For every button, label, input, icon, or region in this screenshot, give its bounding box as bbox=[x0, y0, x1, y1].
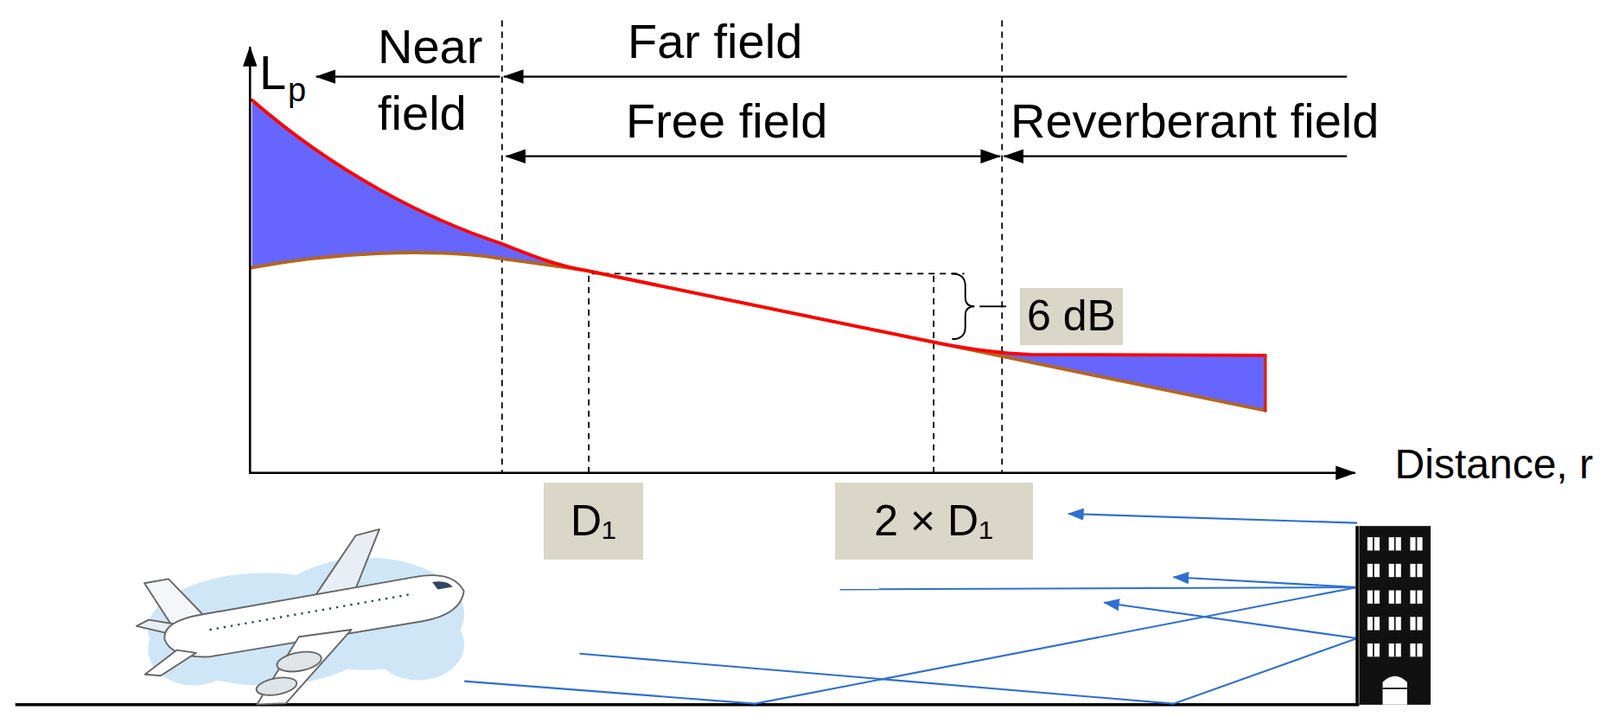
aircraft-picture-part-part bbox=[275, 648, 324, 675]
level-curves-part bbox=[1263, 355, 1268, 411]
building-picture-part-part bbox=[1372, 536, 1375, 657]
axis-subscript: p bbox=[287, 70, 306, 110]
distance-tag: 2 × D₁ bbox=[835, 482, 1033, 560]
boundary-lines bbox=[502, 20, 1002, 473]
sound-rays-part bbox=[1103, 602, 1358, 638]
building-picture-part-part bbox=[1394, 536, 1397, 657]
level-difference-bracket-part bbox=[979, 305, 1007, 307]
building-picture-part-part bbox=[1383, 675, 1408, 705]
sound-rays-part bbox=[1068, 513, 1358, 523]
aircraft-picture-part-part bbox=[254, 674, 299, 698]
boundary-lines-part bbox=[1000, 20, 1003, 473]
axis-title: Distance, r bbox=[1395, 439, 1594, 490]
tag-text: 2 × D₁ bbox=[873, 496, 994, 547]
building-picture-part bbox=[1355, 525, 1359, 705]
aircraft-picture-part-part bbox=[432, 578, 453, 590]
sound-rays-part bbox=[1173, 576, 1358, 587]
tag-text: 6 dB bbox=[1026, 291, 1116, 342]
region-label: Free field bbox=[625, 91, 828, 150]
building-picture-part-part bbox=[1383, 687, 1408, 689]
region-label: Reverberant field bbox=[1010, 91, 1379, 150]
region-label: Far field bbox=[627, 12, 803, 71]
region-arrows-part bbox=[316, 76, 500, 78]
boundary-lines-part bbox=[932, 273, 935, 472]
level-difference-bracket-part bbox=[951, 273, 975, 339]
building-picture-part-part bbox=[1415, 536, 1418, 657]
level-difference-bracket bbox=[951, 273, 1007, 339]
axis-symbol: L bbox=[259, 43, 287, 102]
distance-tag: D₁ bbox=[543, 482, 644, 560]
region-arrows-part bbox=[503, 76, 1347, 78]
aircraft-picture-part-part bbox=[141, 646, 199, 678]
building-picture-part bbox=[1373, 536, 1417, 689]
region-arrows-part bbox=[506, 155, 1001, 158]
sound-rays-part bbox=[840, 586, 1358, 589]
level-difference-tag: 6 dB bbox=[1019, 287, 1123, 345]
level-curves-part bbox=[252, 252, 1266, 411]
aircraft-picture-part bbox=[127, 516, 478, 717]
sound-rays-part bbox=[464, 586, 1358, 704]
region-arrows-part bbox=[1004, 155, 1348, 158]
building-picture-part bbox=[1367, 536, 1423, 705]
ground-line bbox=[15, 702, 1360, 707]
aircraft-picture-part-part bbox=[209, 593, 414, 631]
tag-text: D₁ bbox=[570, 496, 617, 547]
aircraft-picture bbox=[127, 516, 478, 717]
axes-part bbox=[248, 46, 252, 472]
building-picture bbox=[1357, 525, 1431, 705]
aircraft-picture-part-part bbox=[246, 627, 363, 708]
axes-part bbox=[248, 471, 1356, 474]
building-picture-part bbox=[1358, 525, 1431, 705]
sound-rays-part bbox=[580, 637, 1358, 704]
region-label: Near field bbox=[377, 12, 499, 147]
boundary-lines-part bbox=[588, 273, 964, 472]
